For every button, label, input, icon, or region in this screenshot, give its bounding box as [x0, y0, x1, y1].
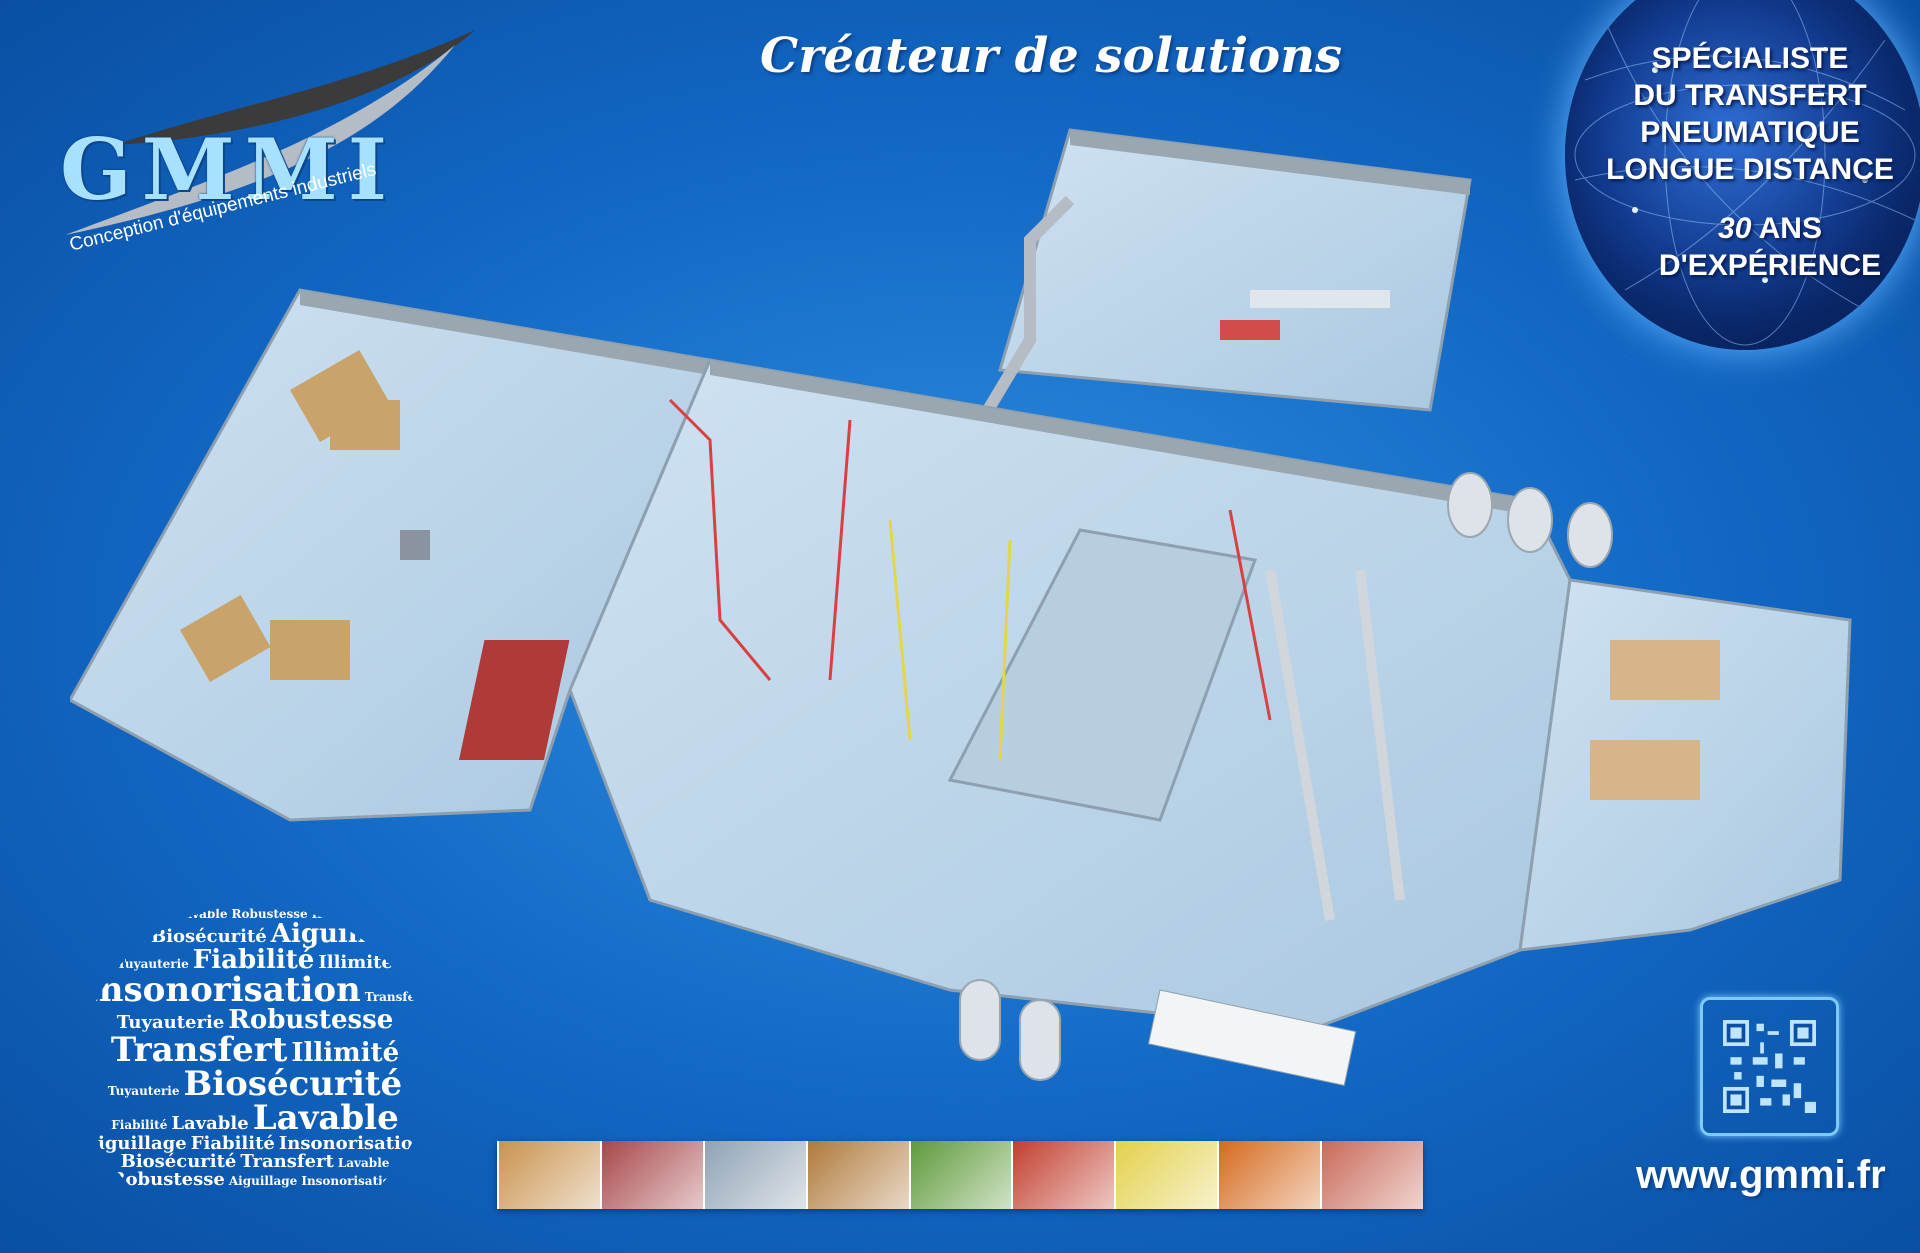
cloud-word: Illimité [291, 1038, 400, 1068]
cloud-word: Aiguillage [228, 1174, 298, 1188]
remote-building [998, 128, 1472, 412]
cloud-word: Fiabilité [190, 1133, 275, 1154]
badge-line-3: PNEUMATIQUE [1640, 116, 1860, 149]
cloud-word: Tuyauterie [116, 1012, 225, 1033]
globe-network-lines [1574, 0, 1916, 346]
product-tile-fish [702, 1141, 806, 1209]
cloud-word: Insonorisation [301, 1174, 400, 1188]
badge-line-4: LONGUE DISTANCE [1606, 153, 1894, 186]
qr-pattern [1723, 1020, 1816, 1113]
product-strip [497, 1141, 1424, 1209]
product-tile-vegetables [908, 1141, 1012, 1209]
badge-line-1: SPÉCIALISTE [1651, 42, 1849, 75]
cloud-word: Transfert [240, 1151, 334, 1172]
cloud-word: Aiguillage [84, 1133, 187, 1154]
website-link[interactable]: www.gmmi.fr [1636, 1153, 1886, 1197]
cloud-word: Lavable [337, 1156, 390, 1170]
cloud-word: Biosécurité [150, 926, 267, 947]
product-tile-meat [599, 1141, 703, 1209]
cloud-word: Robustesse [110, 1169, 225, 1190]
pneumatic-line [964, 195, 1075, 444]
experience-label: D'EXPÉRIENCE [1658, 249, 1882, 282]
experience-unit: ANS [1758, 212, 1822, 245]
cloud-word: Lavable [252, 1098, 399, 1138]
cloud-word: Insonorisation [82, 970, 361, 1010]
badge-line-2: DU TRANSFERT [1633, 79, 1867, 112]
production-halls [458, 358, 1572, 1032]
cloud-word: Robustesse [231, 907, 308, 921]
product-tile-granules [1114, 1141, 1218, 1209]
cloud-word: Fiabilité [192, 945, 315, 975]
slogan: Créateur de solutions [760, 28, 1343, 84]
globe-badge [1565, 0, 1920, 350]
cold-room [947, 528, 1258, 822]
product-tile-sausages [1320, 1141, 1424, 1209]
experience-number: 30 [1718, 212, 1752, 245]
cloud-word: Biosécurité [183, 1064, 403, 1104]
badge-title: SPÉCIALISTE DU TRANSFERT PNEUMATIQUE LON… [1580, 40, 1920, 188]
cloud-word: Lavable [171, 1113, 249, 1134]
product-tile-fruits [1011, 1141, 1115, 1209]
cloud-word: Fiabilité [111, 1118, 168, 1132]
cloud-word: Illimité [318, 952, 393, 973]
qr-code[interactable] [1700, 997, 1839, 1136]
product-tile-worms [805, 1141, 909, 1209]
cloud-word: Tuyauterie [107, 1084, 180, 1098]
product-tile-spices [1217, 1141, 1321, 1209]
badge-experience: 30 ANS D'EXPÉRIENCE [1620, 210, 1920, 284]
cloud-word: Transfert [110, 1030, 288, 1070]
cloud-word: Biosécurité [120, 1151, 237, 1172]
silos [959, 472, 1613, 1081]
right-hall [1518, 578, 1852, 952]
logo-wordmark: GMMI [60, 120, 397, 219]
trucks [180, 350, 1357, 1086]
cloud-word: Robustesse [228, 1005, 394, 1035]
product-tile-poultry [497, 1141, 600, 1209]
cloud-word: Tuyauterie [117, 957, 189, 971]
cloud-word: Insonorisation [278, 1133, 426, 1154]
factory-illustration [70, 128, 1852, 1086]
